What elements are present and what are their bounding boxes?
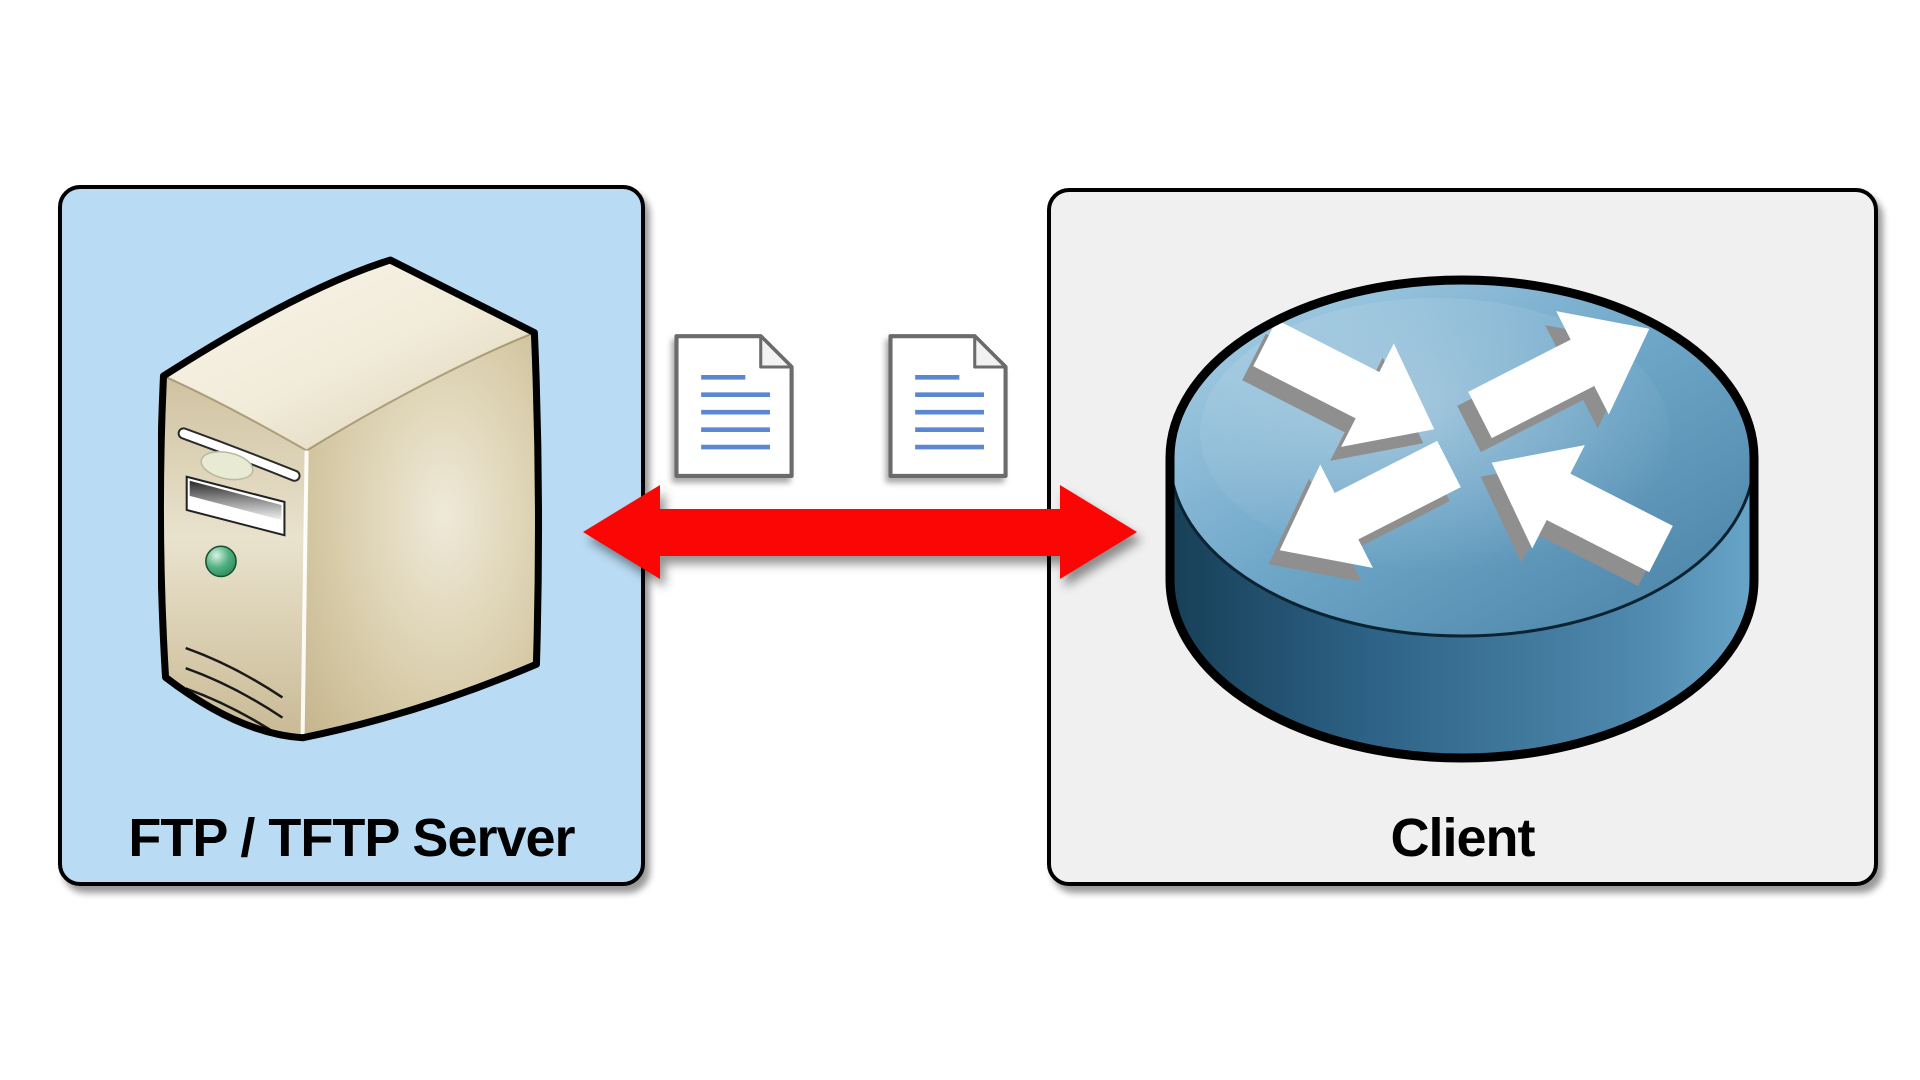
- server-tower-icon: [158, 256, 543, 742]
- router-icon: [1165, 275, 1759, 763]
- server-label: FTP / TFTP Server: [128, 807, 575, 868]
- document-icon: [674, 334, 794, 478]
- bidirectional-arrow: [583, 485, 1137, 579]
- client-label: Client: [1390, 807, 1535, 868]
- document-icon: [888, 334, 1008, 478]
- bidirectional-arrow-shape: [583, 485, 1137, 579]
